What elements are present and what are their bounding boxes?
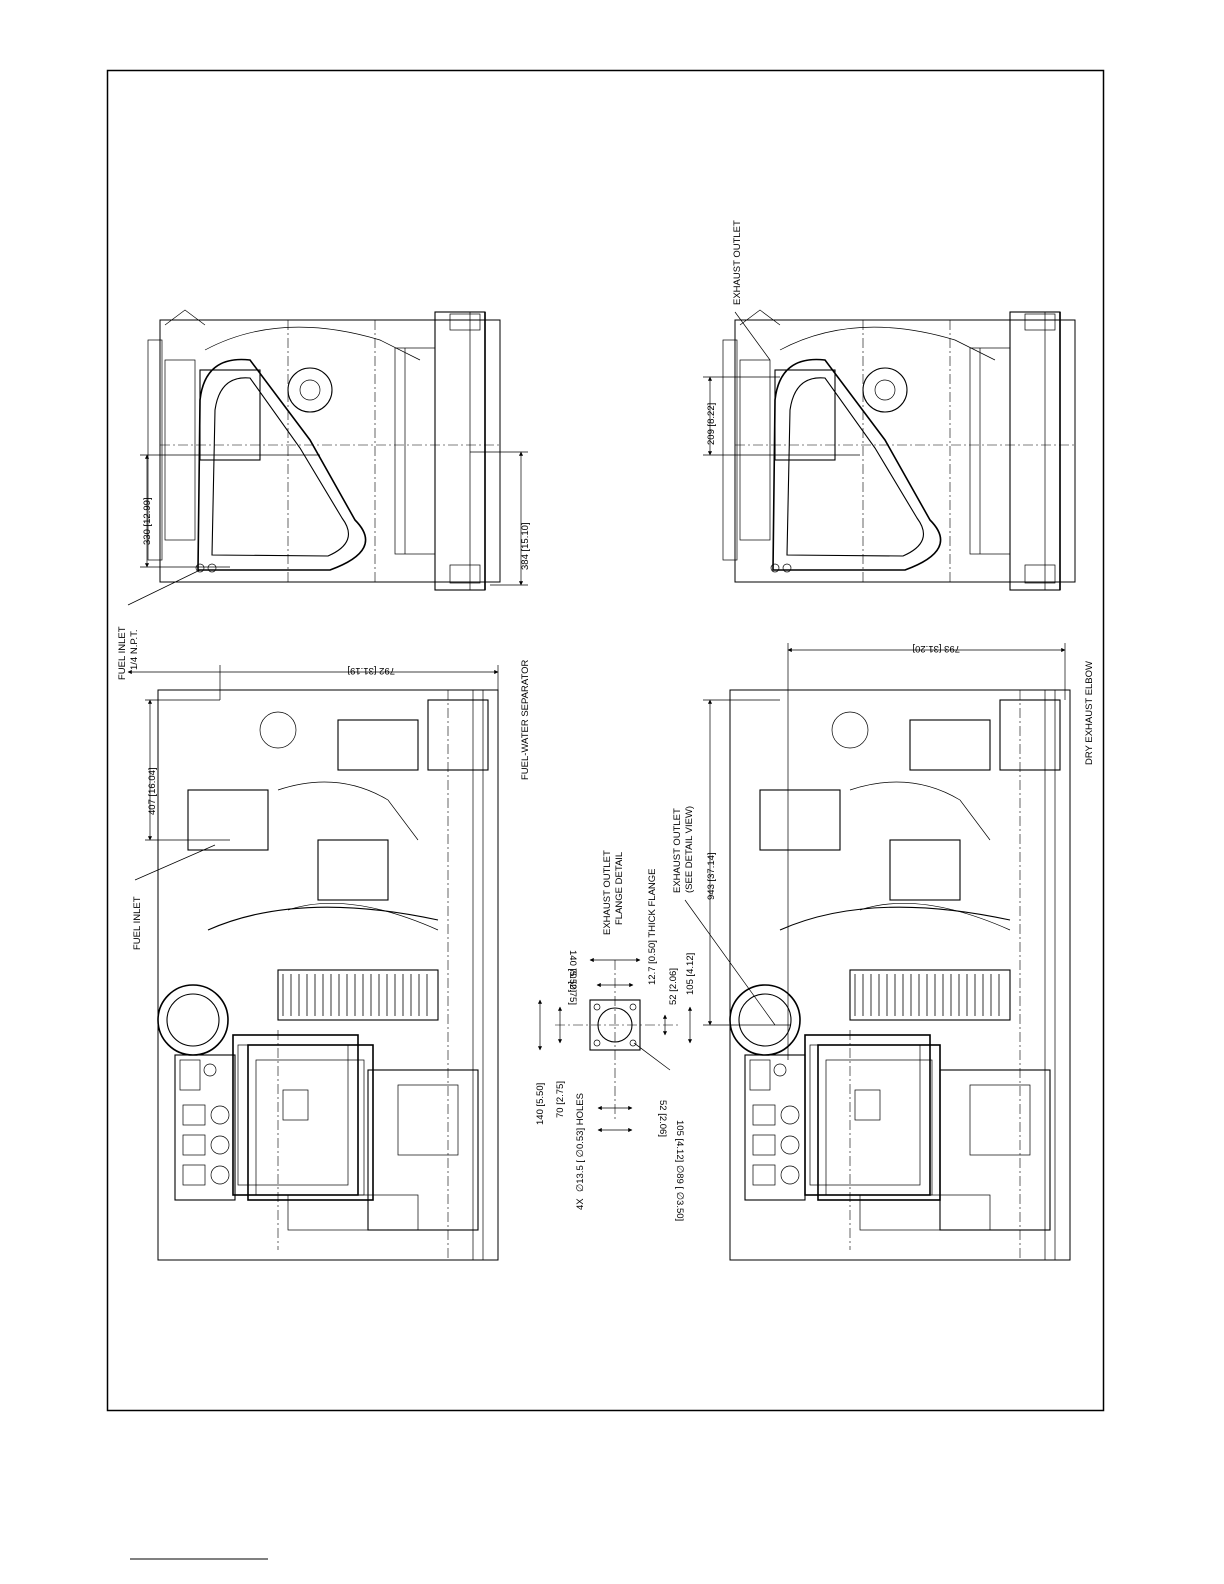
label-fuel-inlet-npt-size: 1/4 N.P.T. (129, 630, 140, 671)
dim-front-length-2: 793 [31.20] (912, 643, 960, 654)
label-fuel-inlet: FUEL INLET (132, 896, 143, 950)
dim-side-height: 330 [12.99] (142, 497, 153, 545)
flange-dim-105-right: 105 [4.12] (685, 953, 696, 995)
flange-title-2: FLANGE DETAIL (614, 852, 625, 925)
flange-dim-105-bottom: 105 [4.12] (674, 1120, 685, 1162)
flange-holes-count: 4X (575, 1198, 586, 1210)
flange-dim-52-right: 52 [2.06] (668, 968, 679, 1005)
label-exhaust-outlet: EXHAUST OUTLET (732, 220, 743, 305)
dim-exhaust-position: 209 [8.22] (706, 403, 717, 445)
label-exhaust-see-detail-1: EXHAUST OUTLET (672, 808, 683, 893)
top-side-view: 330 [12.99] 384 [15.10] (127, 309, 531, 606)
dim-front-length: 792 [31.19] (347, 665, 395, 676)
label-fuel-inlet-npt: FUEL INLET (117, 626, 128, 680)
label-fuel-water-separator: FUEL-WATER SEPARATOR (520, 660, 531, 780)
top-front-view: 792 [31.19] 407 [16.04] FUEL INLET 1/4 N… (117, 626, 531, 1261)
bottom-side-view: 209 [8.22] EXHAUST OUTLET (703, 220, 1076, 591)
flange-dim-70-left: 70 [2.75] (555, 1081, 566, 1118)
flange-dim-140-top: 140 [5.50] (567, 950, 578, 992)
label-exhaust-see-detail-2: (SEE DETAIL VIEW) (684, 806, 695, 893)
dim-front-height: 943 [37.14] (706, 852, 717, 900)
flange-dim-140-left: 140 [5.50] (535, 1083, 546, 1125)
flange-holes: ∅13.5 [ ∅0.53] HOLES (575, 1093, 586, 1192)
flange-detail: EXHAUST OUTLET FLANGE DETAIL 12.7 [0.50]… (535, 850, 696, 1221)
flange-title-1: EXHAUST OUTLET (602, 850, 613, 935)
flange-dim-70-top: 70 [2.75] (567, 968, 578, 1005)
dim-fuel-position: 407 [16.04] (147, 767, 158, 815)
flange-thickness: 12.7 [0.50] THICK FLANGE (647, 868, 658, 985)
page-border (106, 69, 1105, 1412)
flange-bore: ∅89 [ ∅3.50] (674, 1165, 685, 1221)
dim-side-base: 384 [15.10] (520, 522, 531, 570)
label-dry-exhaust-elbow: DRY EXHAUST ELBOW (1084, 661, 1095, 765)
flange-dim-52-bottom: 52 [2.06] (657, 1100, 668, 1137)
bottom-front-view: 793 [31.20] 943 [37.14] EXHAUST OUTLET (… (672, 643, 1095, 1261)
